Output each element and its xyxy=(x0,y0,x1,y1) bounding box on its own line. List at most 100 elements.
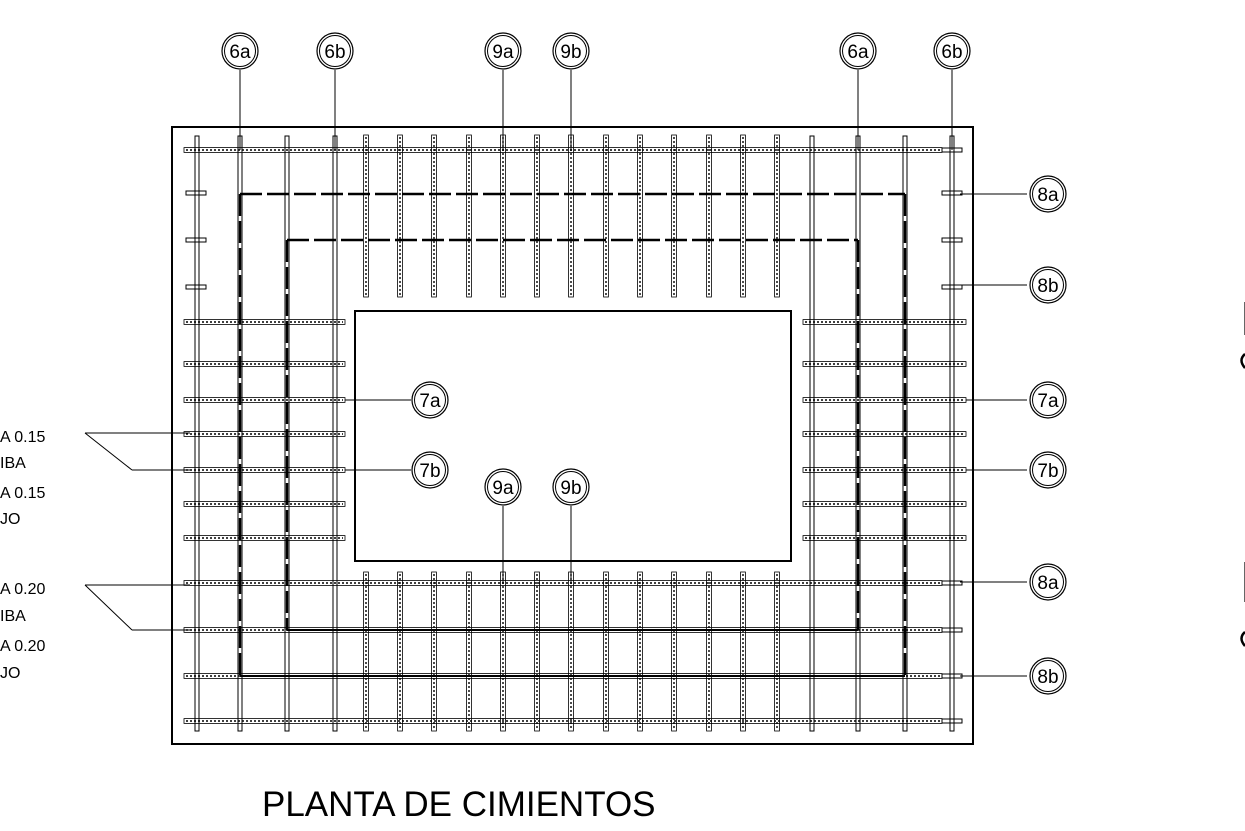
note-2-line-4: JO xyxy=(0,665,20,682)
tag-7a-left-ring-inner xyxy=(414,384,446,416)
tag-7a-left-ring-outer xyxy=(411,381,449,419)
tag-8a-lower-label: 8a xyxy=(1037,573,1059,594)
tag-6b-top-right-label: 6b xyxy=(941,42,962,63)
slab-notes: A 0.15 IBA A 0.15 JO A 0.20 IBA A 0.20 J… xyxy=(0,429,45,682)
side-bar-right-4 xyxy=(802,431,967,437)
tag-9b-top-ring-inner xyxy=(555,35,587,67)
note-2-line-3: A 0.20 xyxy=(0,638,45,655)
note-leader-1b xyxy=(84,432,133,471)
tag-7b-right: 7b xyxy=(1029,451,1067,489)
short-bar-lower-6 xyxy=(534,571,540,732)
tag-9b-top: 9b xyxy=(552,32,590,70)
short-bar-lower-2 xyxy=(397,571,403,732)
tag-9a-middle-ring-outer xyxy=(484,468,522,506)
tag-6b-top-left-label: 6b xyxy=(324,42,345,63)
side-bar-left-1 xyxy=(183,319,346,325)
tag-8a-lower-ring-inner xyxy=(1032,566,1064,598)
tag-7b-left-ring-inner xyxy=(414,454,446,486)
tag-8b-lower: 8b xyxy=(1029,657,1067,695)
tag-9a-middle-ring-inner xyxy=(487,471,519,503)
tag-9a-top-ring-inner xyxy=(487,35,519,67)
tag-9a-top-label: 9a xyxy=(492,42,514,63)
tag-8b-lower-ring-outer xyxy=(1029,657,1067,695)
short-bar-upper-3 xyxy=(431,134,437,298)
tag-9a-middle-label: 9a xyxy=(492,478,514,499)
tag-7a-right: 7a xyxy=(1029,381,1067,419)
tag-8a-upper-ring-inner xyxy=(1032,178,1064,210)
bar-end-left-3 xyxy=(185,284,207,290)
long-bar-lower-1 xyxy=(183,580,943,586)
tag-9b-middle-ring-inner xyxy=(555,471,587,503)
tag-6a-top-right-label: 6a xyxy=(847,42,869,63)
note-1-line-4: JO xyxy=(0,511,20,528)
tag-7b-right-ring-inner xyxy=(1032,454,1064,486)
bar-end-right-3 xyxy=(941,237,963,243)
tag-9b-middle: 9b xyxy=(552,468,590,506)
tag-9b-middle-label: 9b xyxy=(560,478,581,499)
tag-6b-top-left-ring-outer xyxy=(316,32,354,70)
short-bar-lower-13 xyxy=(774,571,780,732)
tag-6b-top-right-ring-inner xyxy=(936,35,968,67)
short-bar-upper-6 xyxy=(534,134,540,298)
section-mark-2-symbol xyxy=(1240,631,1245,647)
side-bar-right-2 xyxy=(802,361,967,367)
tag-6a-top-right-ring-inner xyxy=(842,35,874,67)
section-mark-1-symbol xyxy=(1240,353,1245,369)
short-bar-lower-11 xyxy=(706,571,712,732)
tag-7a-left-label: 7a xyxy=(419,391,441,412)
tag-9a-top: 9a xyxy=(484,32,522,70)
tag-6b-top-left: 6b xyxy=(316,32,354,70)
tag-8b-upper-label: 8b xyxy=(1037,276,1058,297)
tag-9a-middle: 9a xyxy=(484,468,522,506)
side-bar-right-1 xyxy=(802,319,967,325)
bar-end-right-4 xyxy=(941,284,963,290)
short-bar-lower-12 xyxy=(740,571,746,732)
tag-8a-upper-label: 8a xyxy=(1037,185,1059,206)
tag-7b-right-label: 7b xyxy=(1037,461,1058,482)
long-bar-bottom xyxy=(183,718,943,724)
side-bar-left-2 xyxy=(183,361,346,367)
short-bar-upper-2 xyxy=(397,134,403,298)
bar-end-left-1 xyxy=(185,190,207,196)
tag-9b-top-label: 9b xyxy=(560,42,581,63)
tag-7a-right-ring-outer xyxy=(1029,381,1067,419)
tag-8b-upper-ring-outer xyxy=(1029,266,1067,304)
drawing-title: PLANTA DE CIMIENTOS xyxy=(262,785,656,824)
tag-7b-right-ring-outer xyxy=(1029,451,1067,489)
tag-8b-lower-ring-inner xyxy=(1032,660,1064,692)
long-bar-lower-3 xyxy=(183,673,943,679)
short-bar-upper-13 xyxy=(774,134,780,298)
tag-6a-top-right-ring-outer xyxy=(839,32,877,70)
note-1-line-2: IBA xyxy=(0,455,26,472)
tag-6a-top-right: 6a xyxy=(839,32,877,70)
bar-end-left-2 xyxy=(185,237,207,243)
tag-8b-upper: 8b xyxy=(1029,266,1067,304)
tag-7a-left: 7a xyxy=(411,381,449,419)
short-bar-lower-9 xyxy=(637,571,643,732)
short-bar-upper-11 xyxy=(706,134,712,298)
tag-9a-top-ring-outer xyxy=(484,32,522,70)
short-bar-lower-8 xyxy=(603,571,609,732)
short-bar-upper-1 xyxy=(363,134,369,298)
central-opening xyxy=(354,310,792,562)
bar-end-right-2 xyxy=(941,190,963,196)
short-bar-lower-4 xyxy=(466,571,472,732)
tag-8a-lower: 8a xyxy=(1029,563,1067,601)
tag-6b-top-right-ring-outer xyxy=(933,32,971,70)
note-leader-2b xyxy=(84,584,133,631)
short-bar-lower-3 xyxy=(431,571,437,732)
side-bar-left-6 xyxy=(183,501,346,507)
short-bar-upper-12 xyxy=(740,134,746,298)
tag-6b-top-right: 6b xyxy=(933,32,971,70)
long-bar-top xyxy=(183,147,943,153)
tag-6a-top-left-ring-inner xyxy=(224,35,256,67)
short-bar-upper-9 xyxy=(637,134,643,298)
tag-8a-upper: 8a xyxy=(1029,175,1067,213)
side-bar-left-7 xyxy=(183,535,346,541)
tag-8a-upper-ring-outer xyxy=(1029,175,1067,213)
note-2-line-1: A 0.20 xyxy=(0,581,45,598)
short-bar-upper-8 xyxy=(603,134,609,298)
tag-7a-right-ring-inner xyxy=(1032,384,1064,416)
